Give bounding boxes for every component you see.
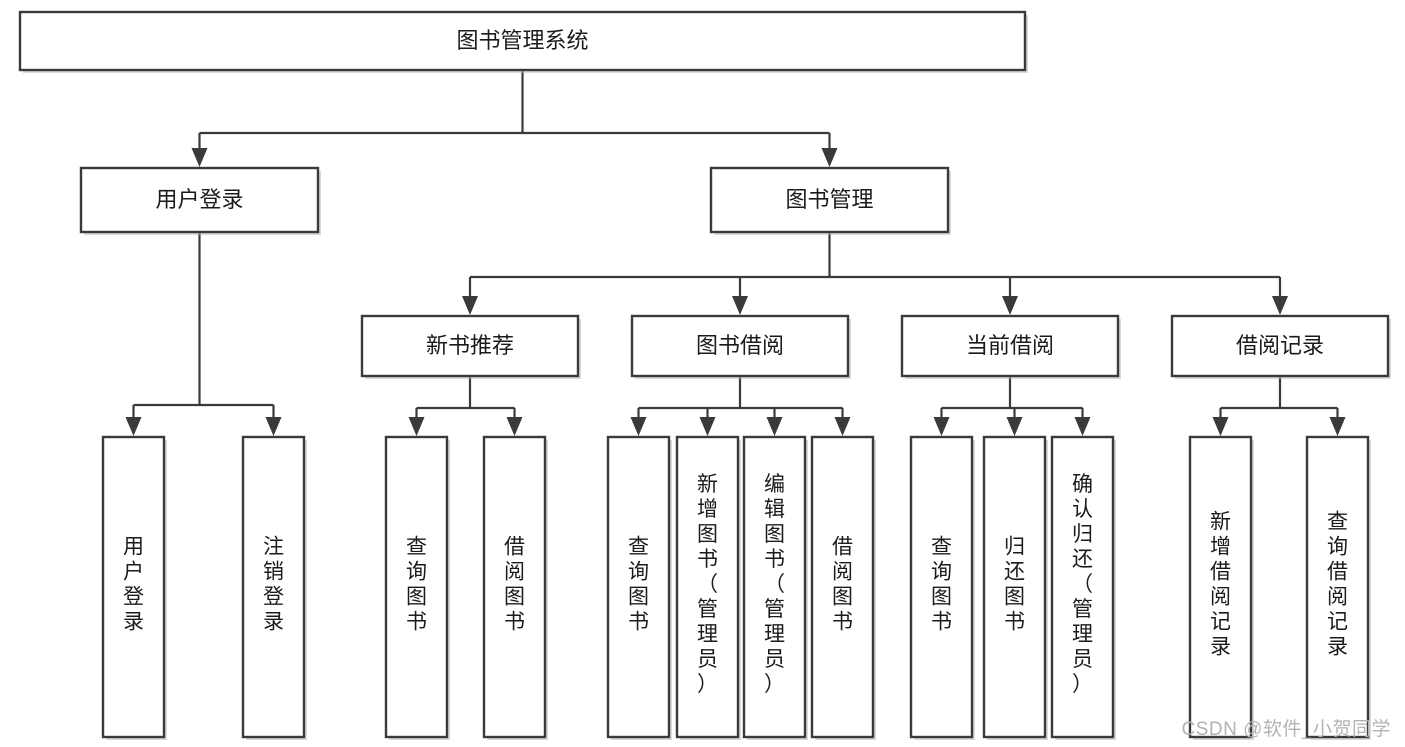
node-label-vertical: 新增图书（管理员） [697, 473, 718, 696]
node-rect[interactable] [742, 435, 807, 739]
node-rect[interactable] [1170, 314, 1390, 378]
arrow-head-icon [933, 417, 950, 436]
node-boxes-layer: 图书管理系统用户登录图书管理新书推荐图书借阅当前借阅借阅记录用户登录注销登录查询… [18, 10, 1391, 740]
node-root-0[interactable]: 图书管理系统 [18, 10, 1028, 73]
arrow-head-icon [1212, 417, 1229, 436]
node-rect[interactable] [79, 166, 320, 234]
node-level2-1[interactable]: 图书管理 [709, 166, 951, 235]
node-leaf-0[interactable]: 用户登录 [101, 435, 167, 740]
arrow-head-icon [1002, 296, 1018, 315]
node-label: 图书管理系统 [456, 28, 588, 53]
arrow-head-icon [408, 417, 425, 436]
node-leaf-2[interactable]: 查询图书 [384, 435, 450, 740]
arrow-head-icon [732, 296, 748, 315]
node-label-vertical: 查询图书 [628, 536, 649, 634]
node-level3-0[interactable]: 新书推荐 [360, 314, 581, 379]
node-level3-2[interactable]: 当前借阅 [900, 314, 1121, 379]
arrow-head-icon [821, 148, 838, 167]
arrow-head-icon [506, 417, 523, 436]
node-rect[interactable] [675, 435, 740, 739]
node-label-vertical: 新增借阅记录 [1210, 511, 1231, 659]
node-label: 新书推荐 [426, 333, 514, 358]
node-rect[interactable] [900, 314, 1120, 378]
node-rect[interactable] [909, 435, 974, 739]
node-label-vertical: 编辑图书（管理员） [764, 473, 785, 696]
node-rect[interactable] [982, 435, 1047, 739]
arrow-head-icon [265, 417, 282, 436]
node-label-vertical: 确认归还（管理员） [1072, 473, 1093, 696]
node-label-vertical: 归还图书 [1004, 536, 1025, 634]
node-rect[interactable] [1188, 435, 1253, 739]
node-leaf-11[interactable]: 新增借阅记录 [1188, 435, 1254, 740]
node-label: 借阅记录 [1236, 333, 1324, 358]
node-label-vertical: 查询借阅记录 [1327, 511, 1348, 659]
node-label: 当前借阅 [966, 333, 1054, 358]
node-leaf-4[interactable]: 查询图书 [606, 435, 672, 740]
node-rect[interactable] [1050, 435, 1115, 739]
node-label: 用户登录 [155, 187, 243, 212]
connector-lines-layer [125, 70, 1346, 436]
node-label-vertical: 借阅图书 [504, 536, 525, 634]
node-label-vertical: 查询图书 [931, 536, 952, 634]
node-label: 图书管理 [785, 187, 873, 212]
watermark-text: CSDN @软件_小贺同学 [1181, 719, 1391, 740]
node-level3-1[interactable]: 图书借阅 [630, 314, 851, 379]
node-leaf-8[interactable]: 查询图书 [909, 435, 975, 740]
arrow-head-icon [1074, 417, 1091, 436]
arrow-head-icon [834, 417, 851, 436]
arrow-head-icon [1329, 417, 1346, 436]
node-rect[interactable] [630, 314, 850, 378]
arrow-head-icon [766, 417, 783, 436]
node-leaf-1[interactable]: 注销登录 [241, 435, 307, 740]
node-rect[interactable] [709, 166, 950, 234]
arrow-head-icon [191, 148, 208, 167]
arrow-head-icon [125, 417, 142, 436]
node-leaf-7[interactable]: 借阅图书 [810, 435, 876, 740]
node-level2-0[interactable]: 用户登录 [79, 166, 321, 235]
node-rect[interactable] [1305, 435, 1370, 739]
node-leaf-9[interactable]: 归还图书 [982, 435, 1048, 740]
node-leaf-10[interactable]: 确认归还（管理员） [1050, 435, 1116, 740]
arrow-head-icon [1006, 417, 1023, 436]
node-level3-3[interactable]: 借阅记录 [1170, 314, 1391, 379]
arrow-head-icon [630, 417, 647, 436]
node-rect[interactable] [810, 435, 875, 739]
node-label-vertical: 用户登录 [123, 536, 144, 634]
node-label-vertical: 查询图书 [406, 536, 427, 634]
node-label-vertical: 借阅图书 [832, 536, 853, 634]
node-leaf-6[interactable]: 编辑图书（管理员） [742, 435, 808, 740]
node-rect[interactable] [482, 435, 547, 739]
node-rect[interactable] [241, 435, 306, 739]
node-label: 图书借阅 [696, 333, 784, 358]
node-leaf-3[interactable]: 借阅图书 [482, 435, 548, 740]
node-leaf-5[interactable]: 新增图书（管理员） [675, 435, 741, 740]
node-rect[interactable] [18, 10, 1027, 72]
node-leaf-12[interactable]: 查询借阅记录 [1305, 435, 1371, 740]
node-rect[interactable] [101, 435, 166, 739]
arrow-head-icon [1272, 296, 1288, 315]
node-rect[interactable] [606, 435, 671, 739]
node-rect[interactable] [384, 435, 449, 739]
node-rect[interactable] [360, 314, 580, 378]
node-label-vertical: 注销登录 [263, 536, 284, 634]
arrow-head-icon [699, 417, 716, 436]
arrow-head-icon [462, 296, 478, 315]
